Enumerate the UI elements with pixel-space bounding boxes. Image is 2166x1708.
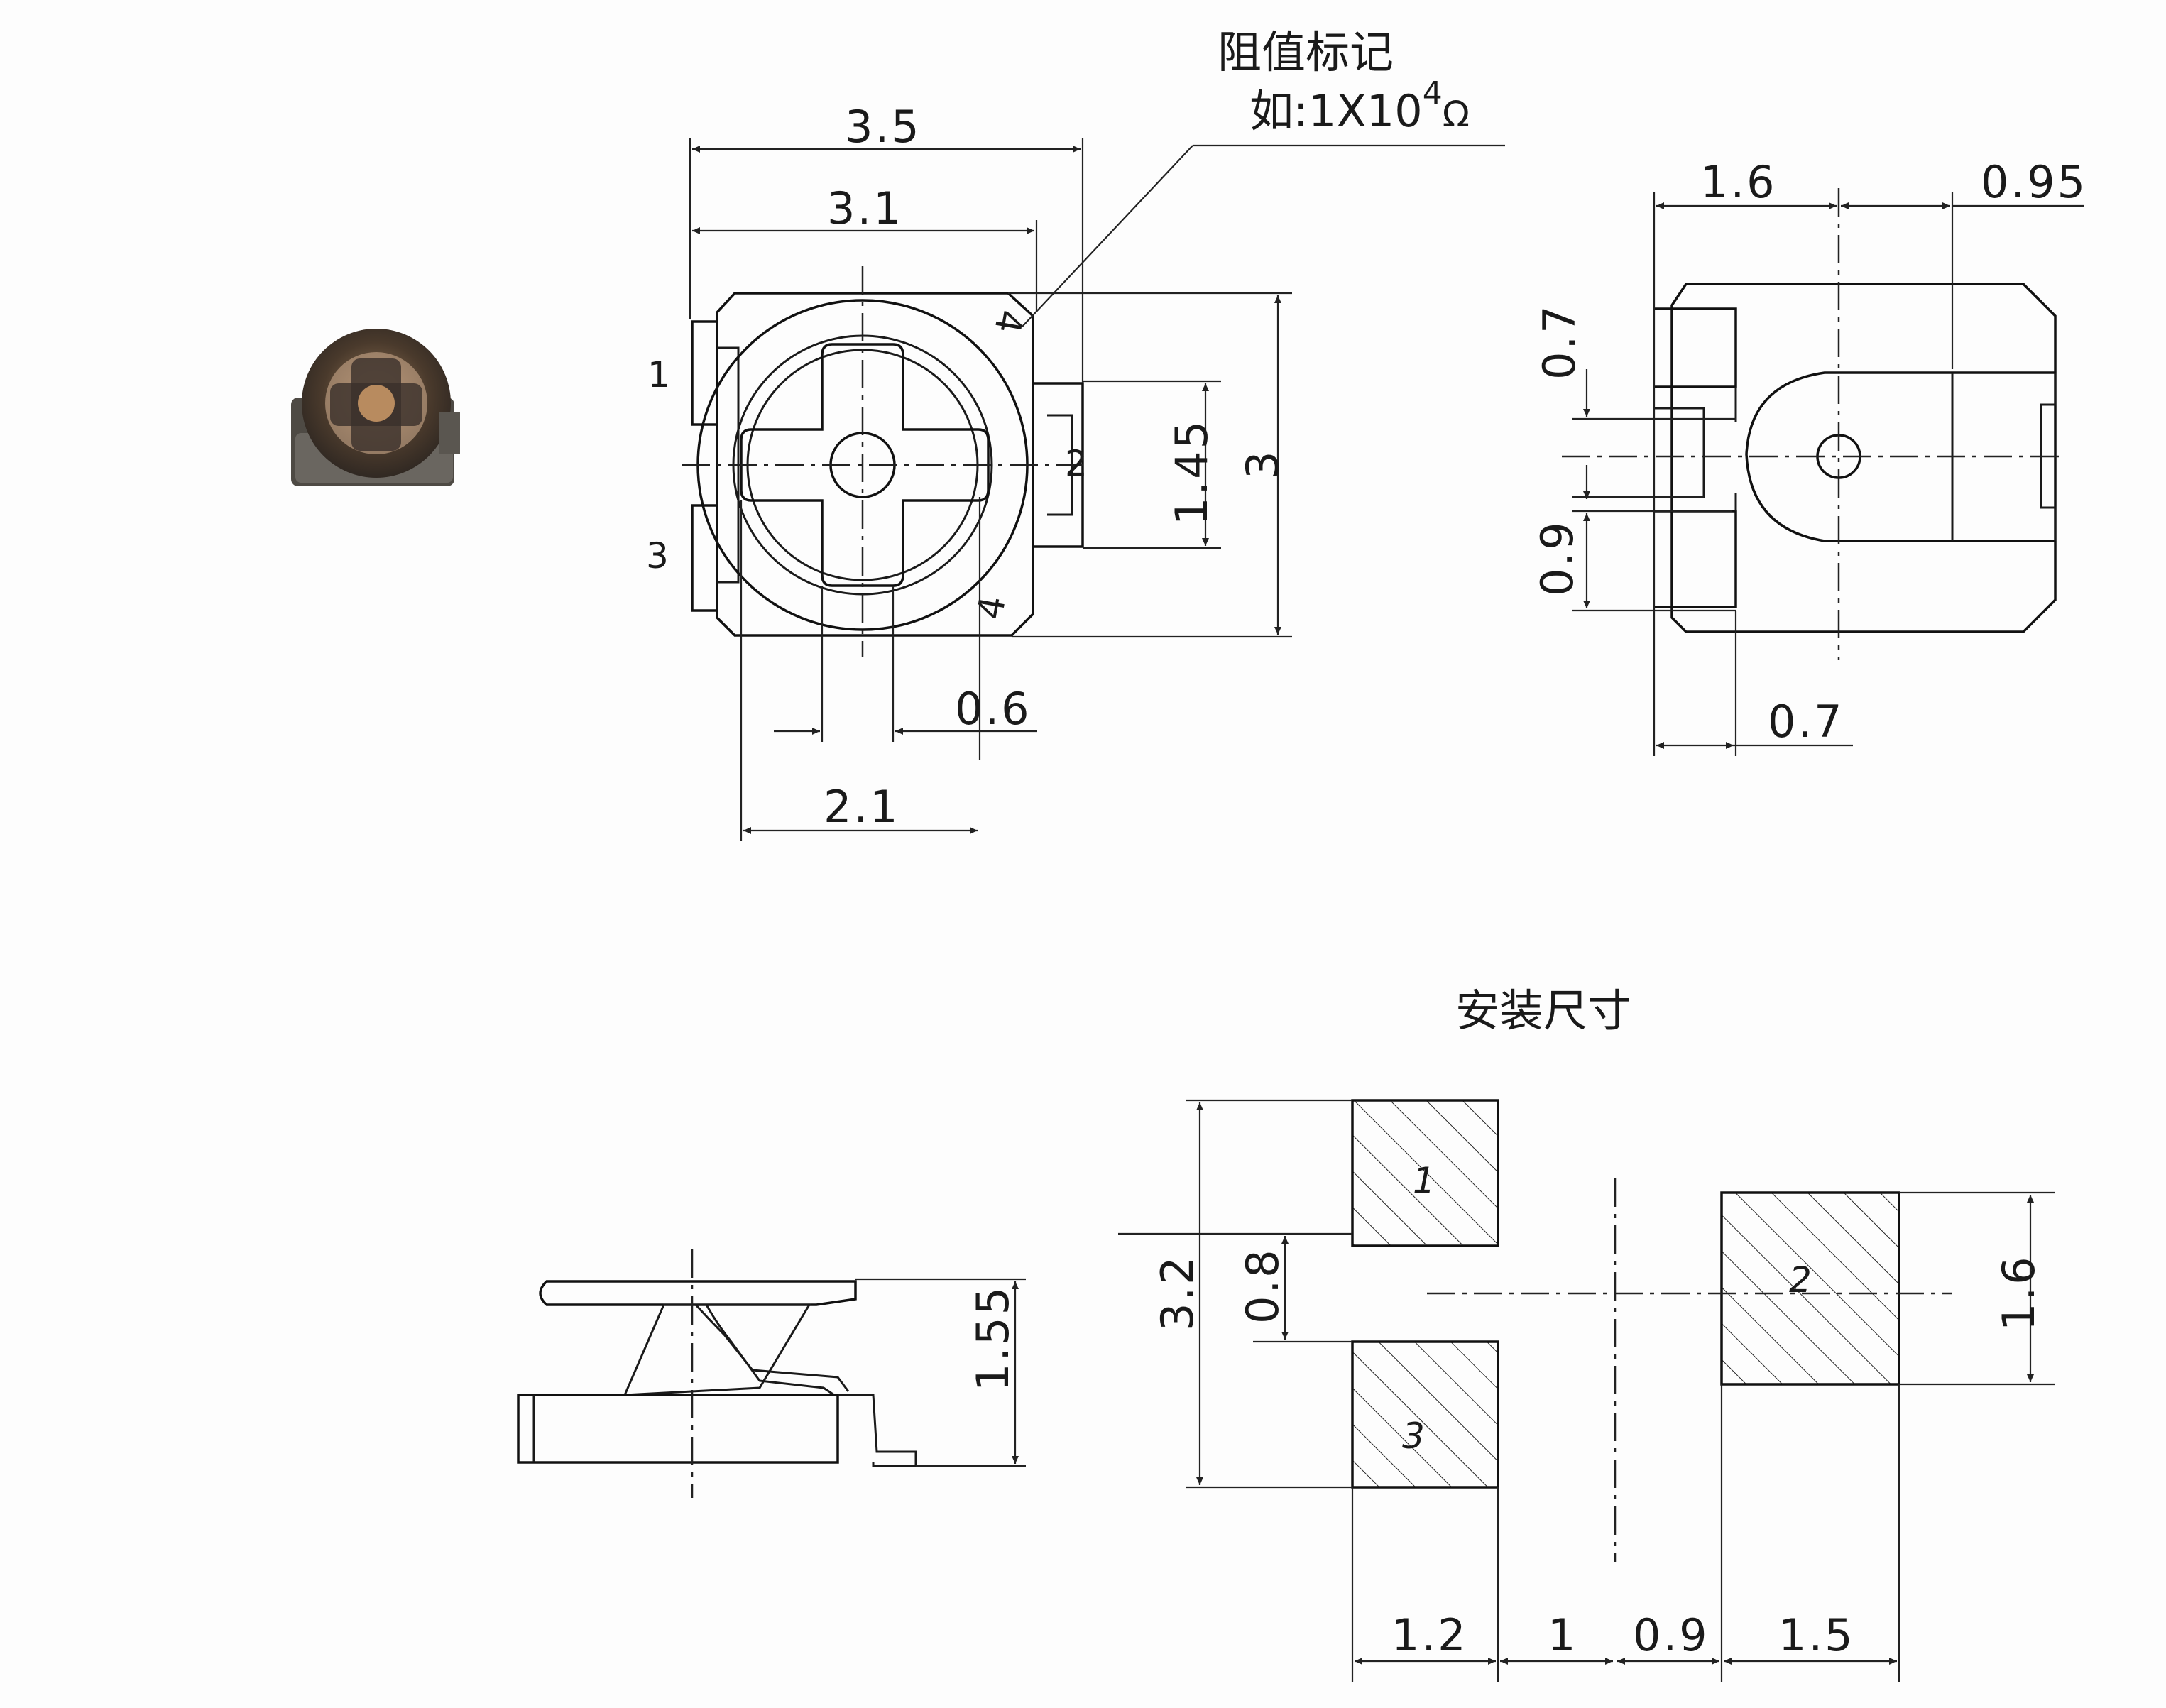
dim-1.2: 1.2 [1391, 1609, 1468, 1661]
pin-label-2: 2 [1065, 443, 1088, 484]
pad-2 [1720, 1191, 1900, 1386]
side-body [1670, 283, 2057, 633]
dim-1.5: 1.5 [1778, 1609, 1855, 1661]
dim-1.6-pad: 1.6 [1993, 1254, 2045, 1331]
dim-0.9-gap: 0.9 [1531, 520, 1583, 596]
dim-0.6: 0.6 [955, 683, 1032, 735]
mark-glyph: 4 [986, 307, 1031, 336]
dim-0.8: 0.8 [1237, 1247, 1289, 1324]
pin-label-4: 4 [969, 593, 1014, 622]
top-view-dimensions [689, 138, 1505, 841]
pin-3-tab [691, 504, 717, 612]
footprint-title: 安装尺寸 [1455, 985, 1631, 1036]
dim-3.2: 3.2 [1152, 1254, 1203, 1331]
dim-2.1: 2.1 [824, 781, 900, 833]
component-photo [291, 329, 460, 486]
pin-1-tab [691, 320, 717, 426]
front-base [517, 1394, 839, 1464]
pad-1 [1351, 1099, 1499, 1247]
footprint-dimensions [1118, 1099, 2055, 1682]
dim-1.6: 1.6 [1700, 156, 1777, 208]
dim-3.5: 3.5 [845, 101, 921, 153]
resistance-mark-example: 如:1X104Ω [1249, 75, 1470, 137]
dim-0.7-pad: 0.7 [1533, 303, 1585, 380]
dim-0.7-bottom: 0.7 [1768, 696, 1844, 748]
body-outline [716, 292, 1034, 637]
dim-1: 1 [1548, 1609, 1577, 1661]
pad-label-1: 1 [1413, 1160, 1435, 1201]
dim-3: 3 [1237, 449, 1289, 479]
dim-0.95: 0.95 [1981, 156, 2087, 208]
pad-label-2: 2 [1789, 1259, 1812, 1301]
side-view [1562, 188, 2066, 660]
pin-label-1: 1 [647, 354, 670, 395]
side-view-dimensions [1572, 192, 2084, 756]
front-top-plate [539, 1280, 857, 1306]
dim-1.55: 1.55 [967, 1285, 1019, 1391]
top-view [682, 266, 1084, 657]
front-view [517, 1249, 917, 1498]
pad-3 [1351, 1340, 1499, 1489]
footprint [1351, 1099, 1952, 1562]
dim-0.9: 0.9 [1633, 1609, 1710, 1661]
front-view-dimensions [855, 1278, 1026, 1467]
pin-label-3: 3 [646, 535, 669, 576]
dim-1.45: 1.45 [1166, 419, 1218, 525]
pad-label-3: 3 [1402, 1416, 1425, 1457]
side-wiper [1745, 371, 2055, 542]
resistance-mark-label: 阻值标记 [1218, 26, 1394, 78]
dim-3.1: 3.1 [827, 182, 904, 234]
